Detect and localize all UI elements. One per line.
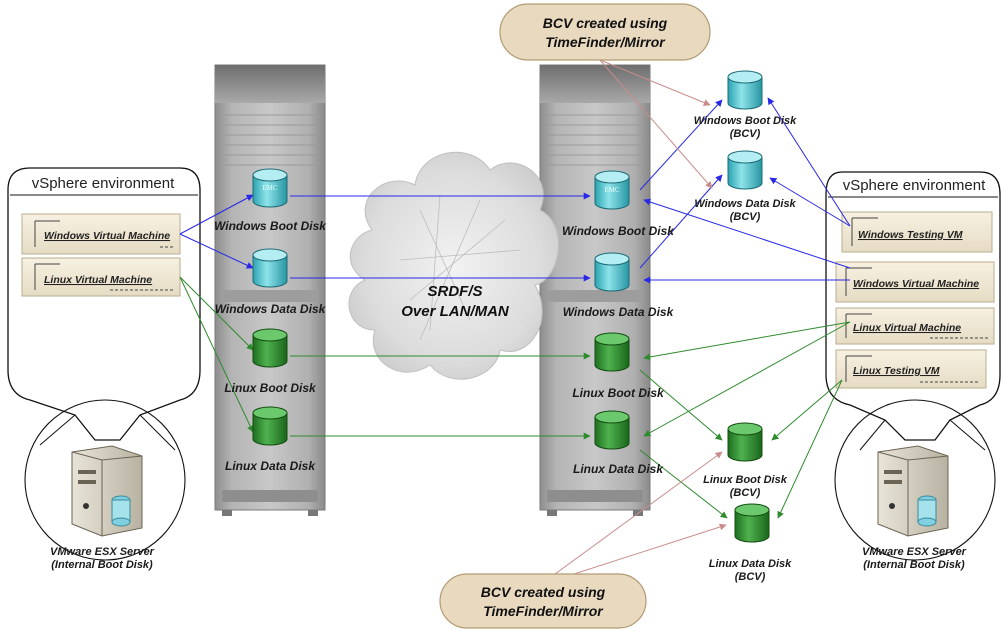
target-win-boot-disk: EMC	[594, 170, 630, 210]
link-lin-test-to-bcv-boot	[771, 379, 843, 441]
source-win-data-disk	[252, 248, 288, 288]
link-win-test-to-bcv-data	[769, 177, 851, 227]
vm-label: Windows Virtual Machine	[44, 230, 170, 242]
disk-label: Linux Data Disk	[225, 459, 316, 473]
link-win-vm-to-target-boot	[643, 198, 851, 269]
emc-badge: EMC	[262, 184, 278, 192]
mirror-lin-boot	[639, 369, 723, 441]
disk-label: Windows Boot Disk	[562, 224, 675, 238]
source-storage-array	[214, 64, 326, 516]
disk-label: Windows Data Disk	[563, 305, 675, 319]
network-cloud: SRDF/S Over LAN/MAN	[348, 151, 559, 380]
link-lin-test-to-bcv-data	[777, 379, 843, 519]
link-lin-vm-to-lin-boot	[179, 276, 254, 351]
link-lin-vm-to-target-boot	[643, 321, 851, 361]
bcv-win-boot-disk	[727, 70, 763, 110]
bcv-label: Linux Data Disk	[709, 558, 792, 570]
mirror-win-boot	[639, 99, 723, 191]
disk-label: Linux Boot Disk	[572, 386, 665, 400]
link-win-vm-to-win-data	[179, 233, 254, 269]
callout-bottom: BCV created using TimeFinder/Mirror	[439, 573, 647, 629]
callout-line: BCV created using	[543, 15, 668, 31]
disk-label: Windows Boot Disk	[214, 219, 327, 233]
link-lin-vm-to-lin-data	[179, 276, 254, 433]
vm-label: Linux Virtual Machine	[853, 322, 961, 334]
vm-windows-right[interactable]: Windows Virtual Machine	[835, 261, 995, 303]
vm-windows-testing[interactable]: Windows Testing VM	[841, 211, 993, 253]
bcv-sublabel: (BCV)	[735, 571, 766, 583]
bcv-label: Windows Boot Disk	[694, 115, 797, 127]
environment-title: vSphere environment	[843, 177, 986, 194]
bcv-lin-boot-disk	[727, 422, 763, 462]
target-storage-array	[539, 64, 651, 516]
target-win-data-disk	[594, 252, 630, 292]
target-lin-data-disk	[594, 410, 630, 450]
source-lin-data-disk	[252, 406, 288, 446]
environment-title: vSphere environment	[32, 175, 175, 192]
bcv-lin-data-disk	[734, 503, 770, 543]
bcv-win-data-disk	[727, 150, 763, 190]
link-win-test-to-bcv-boot	[767, 97, 851, 227]
callout-line: BCV created using	[481, 584, 606, 600]
disk-label: Linux Data Disk	[573, 462, 664, 476]
vm-linux-left[interactable]: Linux Virtual Machine	[21, 257, 181, 297]
link-lin-vm-to-target-data	[643, 321, 851, 437]
vm-label: Linux Testing VM	[853, 365, 940, 377]
disk-label: Linux Boot Disk	[224, 381, 317, 395]
target-lin-boot-disk	[594, 332, 630, 372]
mirror-lin-data	[639, 449, 728, 519]
vm-linux-right[interactable]: Linux Virtual Machine	[835, 307, 995, 345]
server-label: VMware ESX Server	[862, 546, 967, 558]
bcv-label: Linux Boot Disk	[703, 474, 788, 486]
vm-label: Windows Testing VM	[858, 229, 963, 241]
source-win-boot-disk: EMC	[252, 168, 288, 208]
server-sublabel: (Internal Boot Disk)	[863, 559, 965, 571]
link-win-vm-to-win-boot	[179, 194, 254, 235]
vm-label: Linux Virtual Machine	[44, 274, 152, 286]
server-icon	[877, 445, 949, 537]
bcv-sublabel: (BCV)	[730, 211, 761, 223]
callout-top: BCV created using TimeFinder/Mirror	[499, 3, 711, 61]
srdf-label: SRDF/S	[427, 283, 482, 300]
connections	[179, 59, 851, 586]
mirror-win-data	[639, 174, 723, 269]
server-label: VMware ESX Server	[50, 546, 155, 558]
server-icon	[71, 445, 143, 537]
source-lin-boot-disk	[252, 328, 288, 368]
disk-label: Windows Data Disk	[215, 302, 327, 316]
vm-windows-left[interactable]: Windows Virtual Machine	[21, 213, 181, 255]
disks-layer: EMC EMC	[252, 70, 770, 543]
vm-label: Windows Virtual Machine	[853, 278, 979, 290]
vm-linux-testing[interactable]: Linux Testing VM	[835, 349, 987, 389]
emc-badge: EMC	[604, 186, 620, 194]
lan-man-label: Over LAN/MAN	[401, 303, 510, 320]
bcv-sublabel: (BCV)	[730, 128, 761, 140]
server-sublabel: (Internal Boot Disk)	[51, 559, 153, 571]
bcv-label: Windows Data Disk	[694, 198, 796, 210]
bcv-sublabel: (BCV)	[730, 487, 761, 499]
callout-line: TimeFinder/Mirror	[545, 34, 666, 50]
callout-line: TimeFinder/Mirror	[483, 603, 604, 619]
